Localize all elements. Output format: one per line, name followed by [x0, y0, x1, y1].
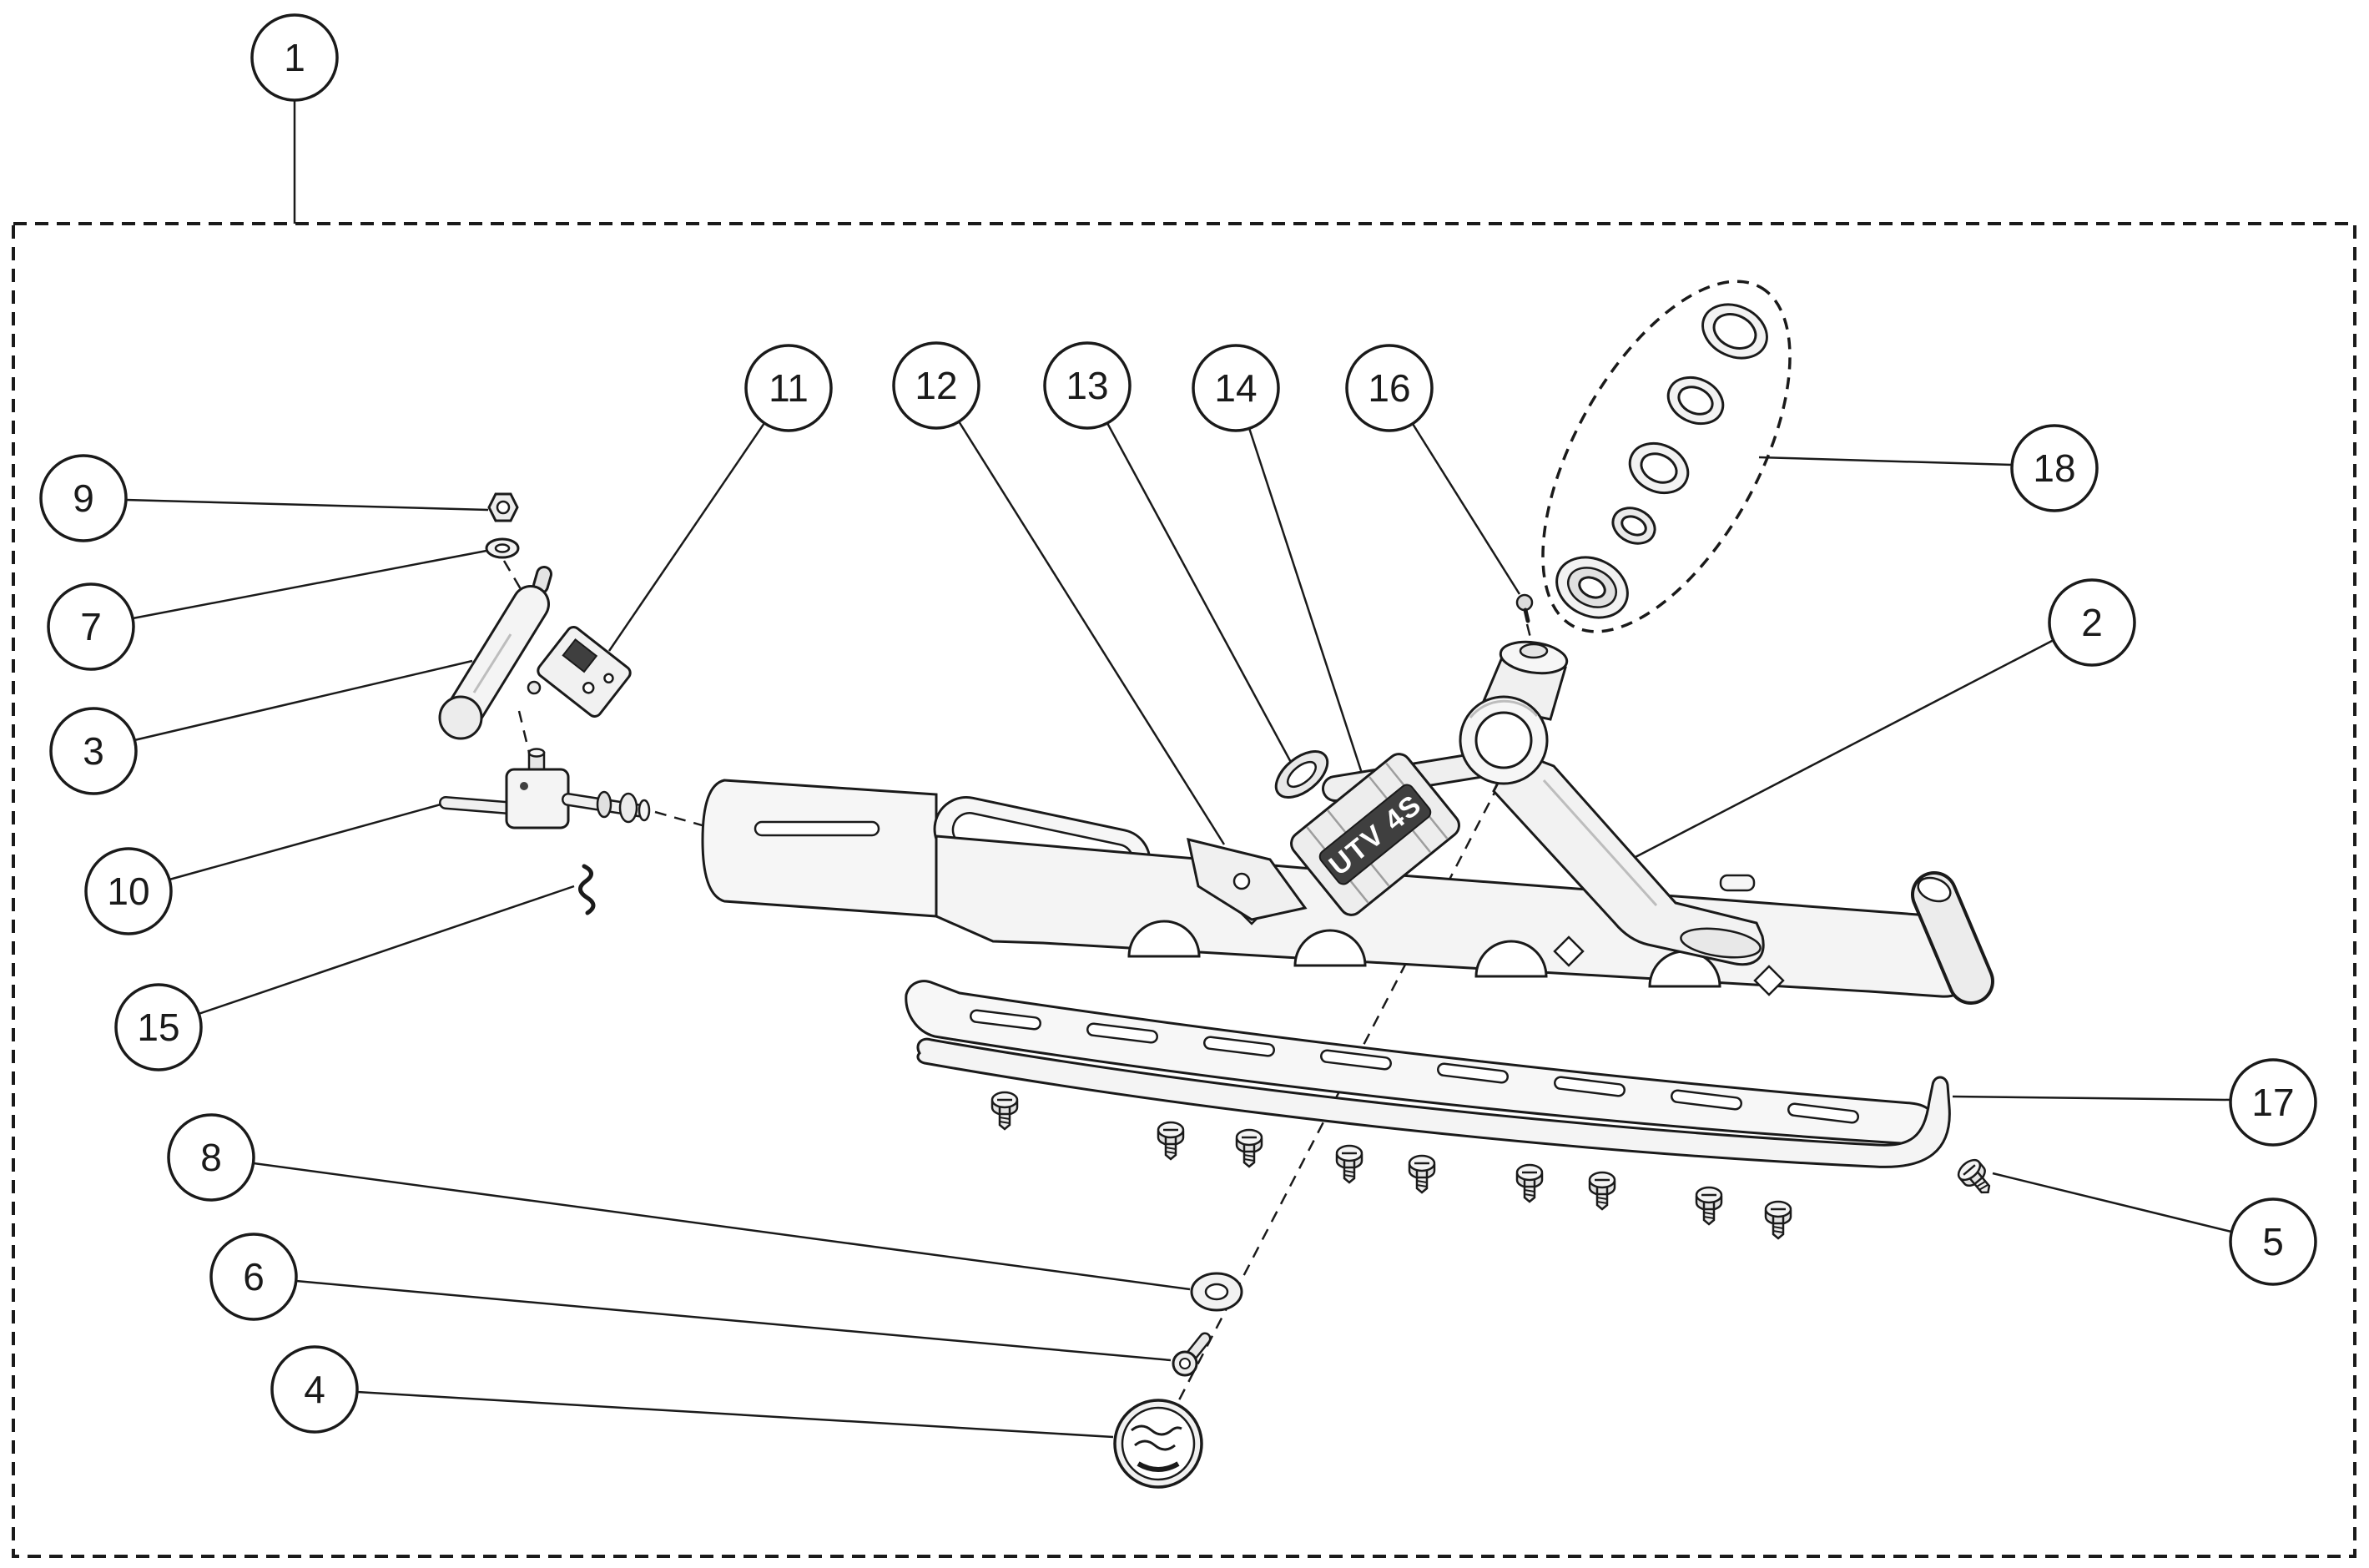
callout-label-11: 11	[769, 366, 809, 410]
part-10-pivot-bracket	[439, 748, 651, 829]
callout-label-15: 15	[137, 1006, 179, 1049]
leader-line-15	[198, 885, 575, 1016]
callout-13: 13	[1043, 341, 1132, 430]
part-8-washer	[1190, 1272, 1243, 1312]
callout-7: 7	[47, 582, 135, 671]
callout-label-6: 6	[243, 1255, 265, 1298]
callout-label-3: 3	[83, 729, 104, 773]
part-14-rubber-damper: UTV 4S	[1290, 753, 1460, 916]
leader-line-4	[356, 1390, 1114, 1439]
leader-line-11	[607, 422, 766, 652]
leader-line-16	[1411, 423, 1521, 595]
callout-6: 6	[209, 1233, 298, 1321]
leader-line-3	[134, 659, 473, 742]
leader-line-5	[1992, 1172, 2232, 1233]
leader-line-14	[1248, 427, 1369, 792]
part-9-nut	[487, 492, 519, 522]
leader-line-7	[132, 549, 487, 620]
bearing-ring-3	[1628, 441, 1690, 495]
callout-2: 2	[2048, 578, 2136, 667]
part-7-washer	[485, 537, 520, 559]
callout-8: 8	[167, 1113, 255, 1202]
callout-9: 9	[39, 454, 128, 542]
assembly-boundary-box	[12, 222, 2356, 1558]
callout-18: 18	[2010, 424, 2099, 512]
bearing-seal-top	[1701, 303, 1768, 360]
callout-label-18: 18	[2033, 446, 2075, 490]
bracket-screw-icon	[527, 680, 542, 695]
part-3-spindle-arm	[438, 566, 552, 740]
callout-label-17: 17	[2251, 1081, 2294, 1124]
leader-line-9	[125, 498, 489, 512]
bearing-spacer	[1611, 507, 1656, 545]
callout-label-1: 1	[284, 36, 305, 79]
callout-3: 3	[49, 707, 138, 795]
leader-line-8	[253, 1162, 1191, 1291]
ski-rolled-edge	[1911, 871, 1994, 1005]
callout-label-7: 7	[80, 605, 102, 648]
callout-label-13: 13	[1066, 364, 1108, 407]
part-18-bearing-kit	[1541, 280, 1792, 633]
callout-label-14: 14	[1214, 366, 1257, 410]
part-4-emblem-cap	[1113, 1399, 1203, 1489]
callout-16: 16	[1345, 344, 1434, 432]
leader-line-6	[295, 1279, 1172, 1362]
part-13-clamp	[1274, 750, 1329, 799]
leader-line-2	[1633, 638, 2054, 860]
callout-4: 4	[270, 1345, 359, 1434]
callout-1: 1	[250, 13, 339, 102]
ski-front-slot	[754, 820, 880, 837]
part-17-runner-rail	[916, 1037, 1951, 1168]
callout-17: 17	[2229, 1058, 2317, 1147]
callout-5: 5	[2229, 1197, 2317, 1286]
callout-11: 11	[744, 344, 833, 432]
part-11-bracket-plate	[527, 626, 632, 718]
callout-label-8: 8	[200, 1136, 222, 1179]
bearing-kit-dashed-ellipse	[1541, 280, 1792, 633]
callout-10: 10	[84, 847, 173, 935]
alignment-dashed-lines	[502, 560, 1534, 1438]
leader-lines	[125, 100, 2232, 1439]
callout-14: 14	[1192, 344, 1280, 432]
callout-15: 15	[114, 983, 203, 1071]
callout-label-12: 12	[915, 364, 957, 407]
callout-12: 12	[892, 341, 980, 430]
callout-label-5: 5	[2262, 1220, 2284, 1263]
damper-label-plate	[1318, 784, 1432, 885]
part-12-mount-bracket	[1187, 837, 1308, 921]
ski-deck-tab	[1719, 874, 1756, 892]
leader-line-17	[1952, 1095, 2231, 1102]
bearing-ring-2	[1666, 376, 1725, 426]
part-15-retaining-clip	[578, 864, 596, 915]
callout-label-9: 9	[73, 476, 94, 520]
callout-label-16: 16	[1368, 366, 1410, 410]
leader-line-10	[169, 803, 441, 881]
leader-line-18	[1758, 456, 2013, 466]
callouts: 1 9 7 3 10 15 8 6	[39, 13, 2317, 1434]
leader-line-12	[957, 421, 1226, 845]
part-6-bolt	[1172, 1332, 1212, 1377]
bearing-bottom	[1555, 556, 1629, 619]
callout-label-2: 2	[2081, 601, 2103, 644]
leader-line-13	[1106, 422, 1300, 777]
part-5-screw	[1953, 1155, 1999, 1202]
callout-label-4: 4	[304, 1368, 325, 1411]
callout-label-10: 10	[107, 870, 149, 913]
part-16-grease-fitting	[1515, 593, 1534, 623]
